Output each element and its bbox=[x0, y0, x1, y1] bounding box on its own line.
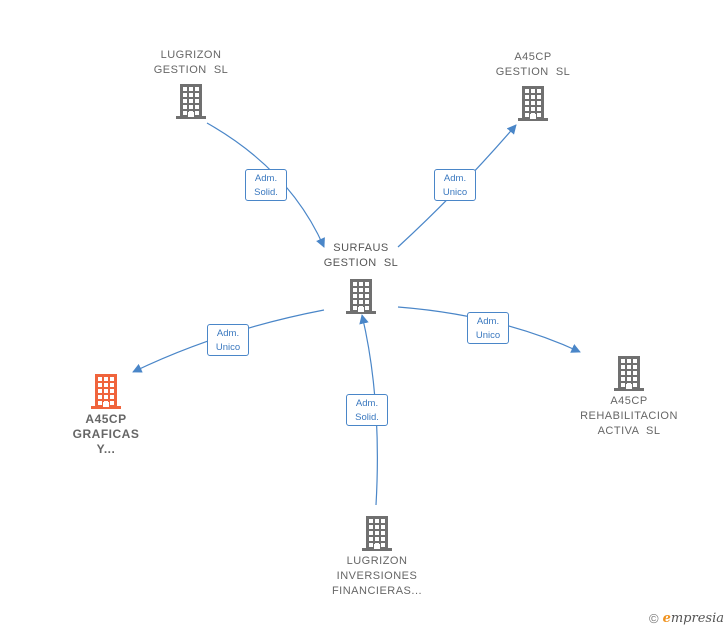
brand-logo: empresia bbox=[662, 611, 724, 626]
node-name-line: A45CP bbox=[514, 51, 552, 63]
edge-badge-surfaus-rehabilitacion[interactable]: Adm. Unico bbox=[467, 312, 509, 344]
edge-role-type: Unico bbox=[215, 342, 241, 353]
copyright-symbol: © bbox=[648, 611, 659, 626]
node-lugrizon-gestion[interactable]: LUGRIZON GESTION SL bbox=[131, 48, 251, 120]
edge-badge-surfaus-graficas[interactable]: Adm. Unico bbox=[207, 324, 249, 356]
building-icon bbox=[518, 86, 548, 121]
node-name-line: Y... bbox=[96, 442, 116, 456]
building-icon bbox=[346, 279, 376, 314]
node-name-line: GRAFICAS bbox=[72, 427, 140, 441]
node-name-line: INVERSIONES bbox=[336, 570, 418, 582]
node-name-line: LUGRIZON bbox=[346, 555, 408, 567]
node-name-line: LUGRIZON bbox=[160, 49, 222, 61]
edge-badge-inversiones-surfaus[interactable]: Adm. Solid. bbox=[346, 394, 388, 426]
building-icon bbox=[176, 84, 206, 119]
node-name-line: REHABILITACION bbox=[580, 410, 678, 422]
edge-role-type: Solid. bbox=[254, 187, 278, 198]
edge-role: Adm. bbox=[254, 173, 278, 184]
node-name-line: GESTION SL bbox=[495, 66, 571, 78]
edge-role-type: Solid. bbox=[355, 412, 379, 423]
node-name-line: FINANCIERAS... bbox=[331, 585, 423, 597]
edge-role: Adm. bbox=[355, 398, 379, 409]
edge-badge-lugrizon-surfaus[interactable]: Adm. Solid. bbox=[245, 169, 287, 201]
node-name-line: A45CP bbox=[85, 412, 127, 426]
brand-watermark: © empresia bbox=[649, 611, 724, 626]
node-name-line: GESTION SL bbox=[153, 64, 229, 76]
edge-role-type: Unico bbox=[475, 330, 501, 341]
node-surfaus-gestion[interactable]: SURFAUS GESTION SL bbox=[301, 241, 421, 315]
edge-badge-surfaus-a45cp-gestion[interactable]: Adm. Unico bbox=[434, 169, 476, 201]
node-name-line: SURFAUS bbox=[333, 242, 389, 254]
edge-role-type: Unico bbox=[442, 187, 468, 198]
edge-role: Adm. bbox=[443, 173, 467, 184]
building-icon bbox=[614, 356, 644, 391]
node-name-line: ACTIVA SL bbox=[597, 425, 661, 437]
node-lugrizon-inversiones[interactable]: LUGRIZON INVERSIONES FINANCIERAS... bbox=[317, 514, 437, 599]
node-name-line: A45CP bbox=[610, 395, 648, 407]
edge-role: Adm. bbox=[476, 316, 500, 327]
node-name-line: GESTION SL bbox=[323, 257, 399, 269]
node-a45cp-rehabilitacion[interactable]: A45CP REHABILITACION ACTIVA SL bbox=[569, 354, 689, 439]
edge-role: Adm. bbox=[216, 328, 240, 339]
node-a45cp-graficas[interactable]: A45CP GRAFICAS Y... bbox=[46, 372, 166, 457]
building-icon bbox=[362, 516, 392, 551]
node-a45cp-gestion[interactable]: A45CP GESTION SL bbox=[473, 50, 593, 122]
building-icon bbox=[91, 374, 121, 409]
